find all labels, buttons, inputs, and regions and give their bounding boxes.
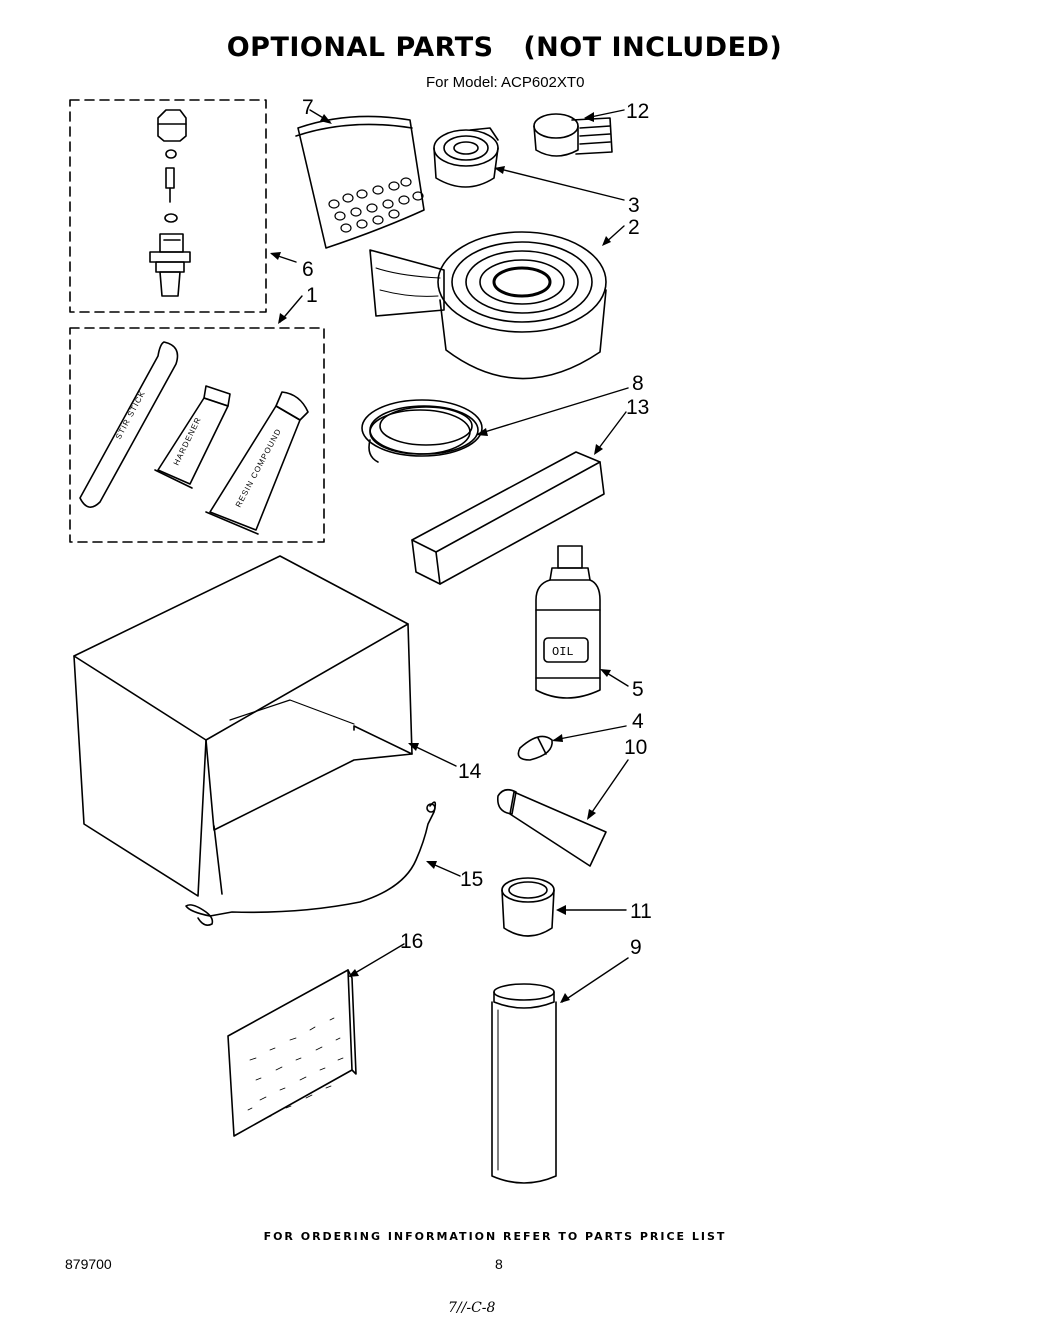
leader-4 (553, 725, 627, 741)
aerosol-can-part (491, 983, 557, 1184)
drain-hose-coil-part (361, 399, 483, 463)
leader-14 (409, 743, 457, 767)
callout-16: 16 (400, 930, 423, 953)
callout-8: 8 (632, 372, 644, 395)
callout-arrowheads (270, 112, 611, 1003)
small-tape-roll-part (533, 113, 613, 157)
resin-compound-label: RESIN COMPOUND (234, 427, 283, 509)
document-number: 879700 (65, 1256, 112, 1272)
callout-2: 2 (628, 216, 640, 239)
fastener-bag-part (295, 115, 425, 249)
callout-10: 10 (624, 736, 647, 759)
callout-13: 13 (626, 396, 649, 419)
stir-stick-label: STIR STICK (114, 389, 147, 441)
stir-stick-part: STIR STICK (79, 341, 179, 508)
unit-cover-part (73, 555, 413, 897)
hardener-tube-part: HARDENER (154, 385, 231, 489)
leader-3 (495, 167, 625, 201)
small-can-part (501, 877, 555, 937)
medium-tape-roll-part (433, 127, 499, 188)
page-title: OPTIONAL PARTS (NOT INCLUDED) (226, 32, 783, 63)
leader-8 (477, 387, 629, 435)
callout-5: 5 (632, 678, 644, 701)
leader-16 (349, 943, 405, 977)
valve-assembly-part (149, 109, 191, 297)
page-number: 8 (495, 1256, 503, 1272)
callout-14: 14 (458, 760, 482, 783)
capsule-part (517, 735, 553, 761)
leader-10 (587, 759, 629, 819)
callout-7: 7 (302, 96, 314, 119)
oil-bottle-part: OIL (535, 545, 601, 699)
callout-11: 11 (630, 900, 652, 923)
model-line: For Model: ACP602XT0 (426, 74, 585, 91)
callout-9: 9 (630, 936, 642, 959)
callout-4: 4 (632, 710, 644, 733)
large-foam-tape-roll-part (369, 231, 607, 380)
resin-compound-tube-part: RESIN COMPOUND (205, 391, 309, 535)
callout-numbers: 7 12 3 2 6 1 8 13 5 4 10 14 15 11 9 16 (302, 96, 652, 959)
handwritten-note: 7//-C-8 (448, 1300, 496, 1316)
callout-3: 3 (628, 194, 640, 217)
callout-12: 12 (626, 100, 649, 123)
valve-kit-box (69, 99, 267, 313)
leader-13 (595, 411, 627, 453)
filter-pad-part (227, 969, 357, 1137)
callout-15: 15 (460, 868, 483, 891)
foam-strip-part (411, 451, 605, 585)
epoxy-kit-box (69, 327, 325, 543)
cord-part (185, 801, 437, 926)
oil-label: OIL (552, 645, 574, 659)
callout-6: 6 (302, 258, 314, 281)
callout-1: 1 (306, 284, 318, 307)
ordering-note: FOR ORDERING INFORMATION REFER TO PARTS … (263, 1230, 727, 1243)
leader-9 (561, 957, 629, 1003)
sealant-tube-part (496, 788, 607, 867)
